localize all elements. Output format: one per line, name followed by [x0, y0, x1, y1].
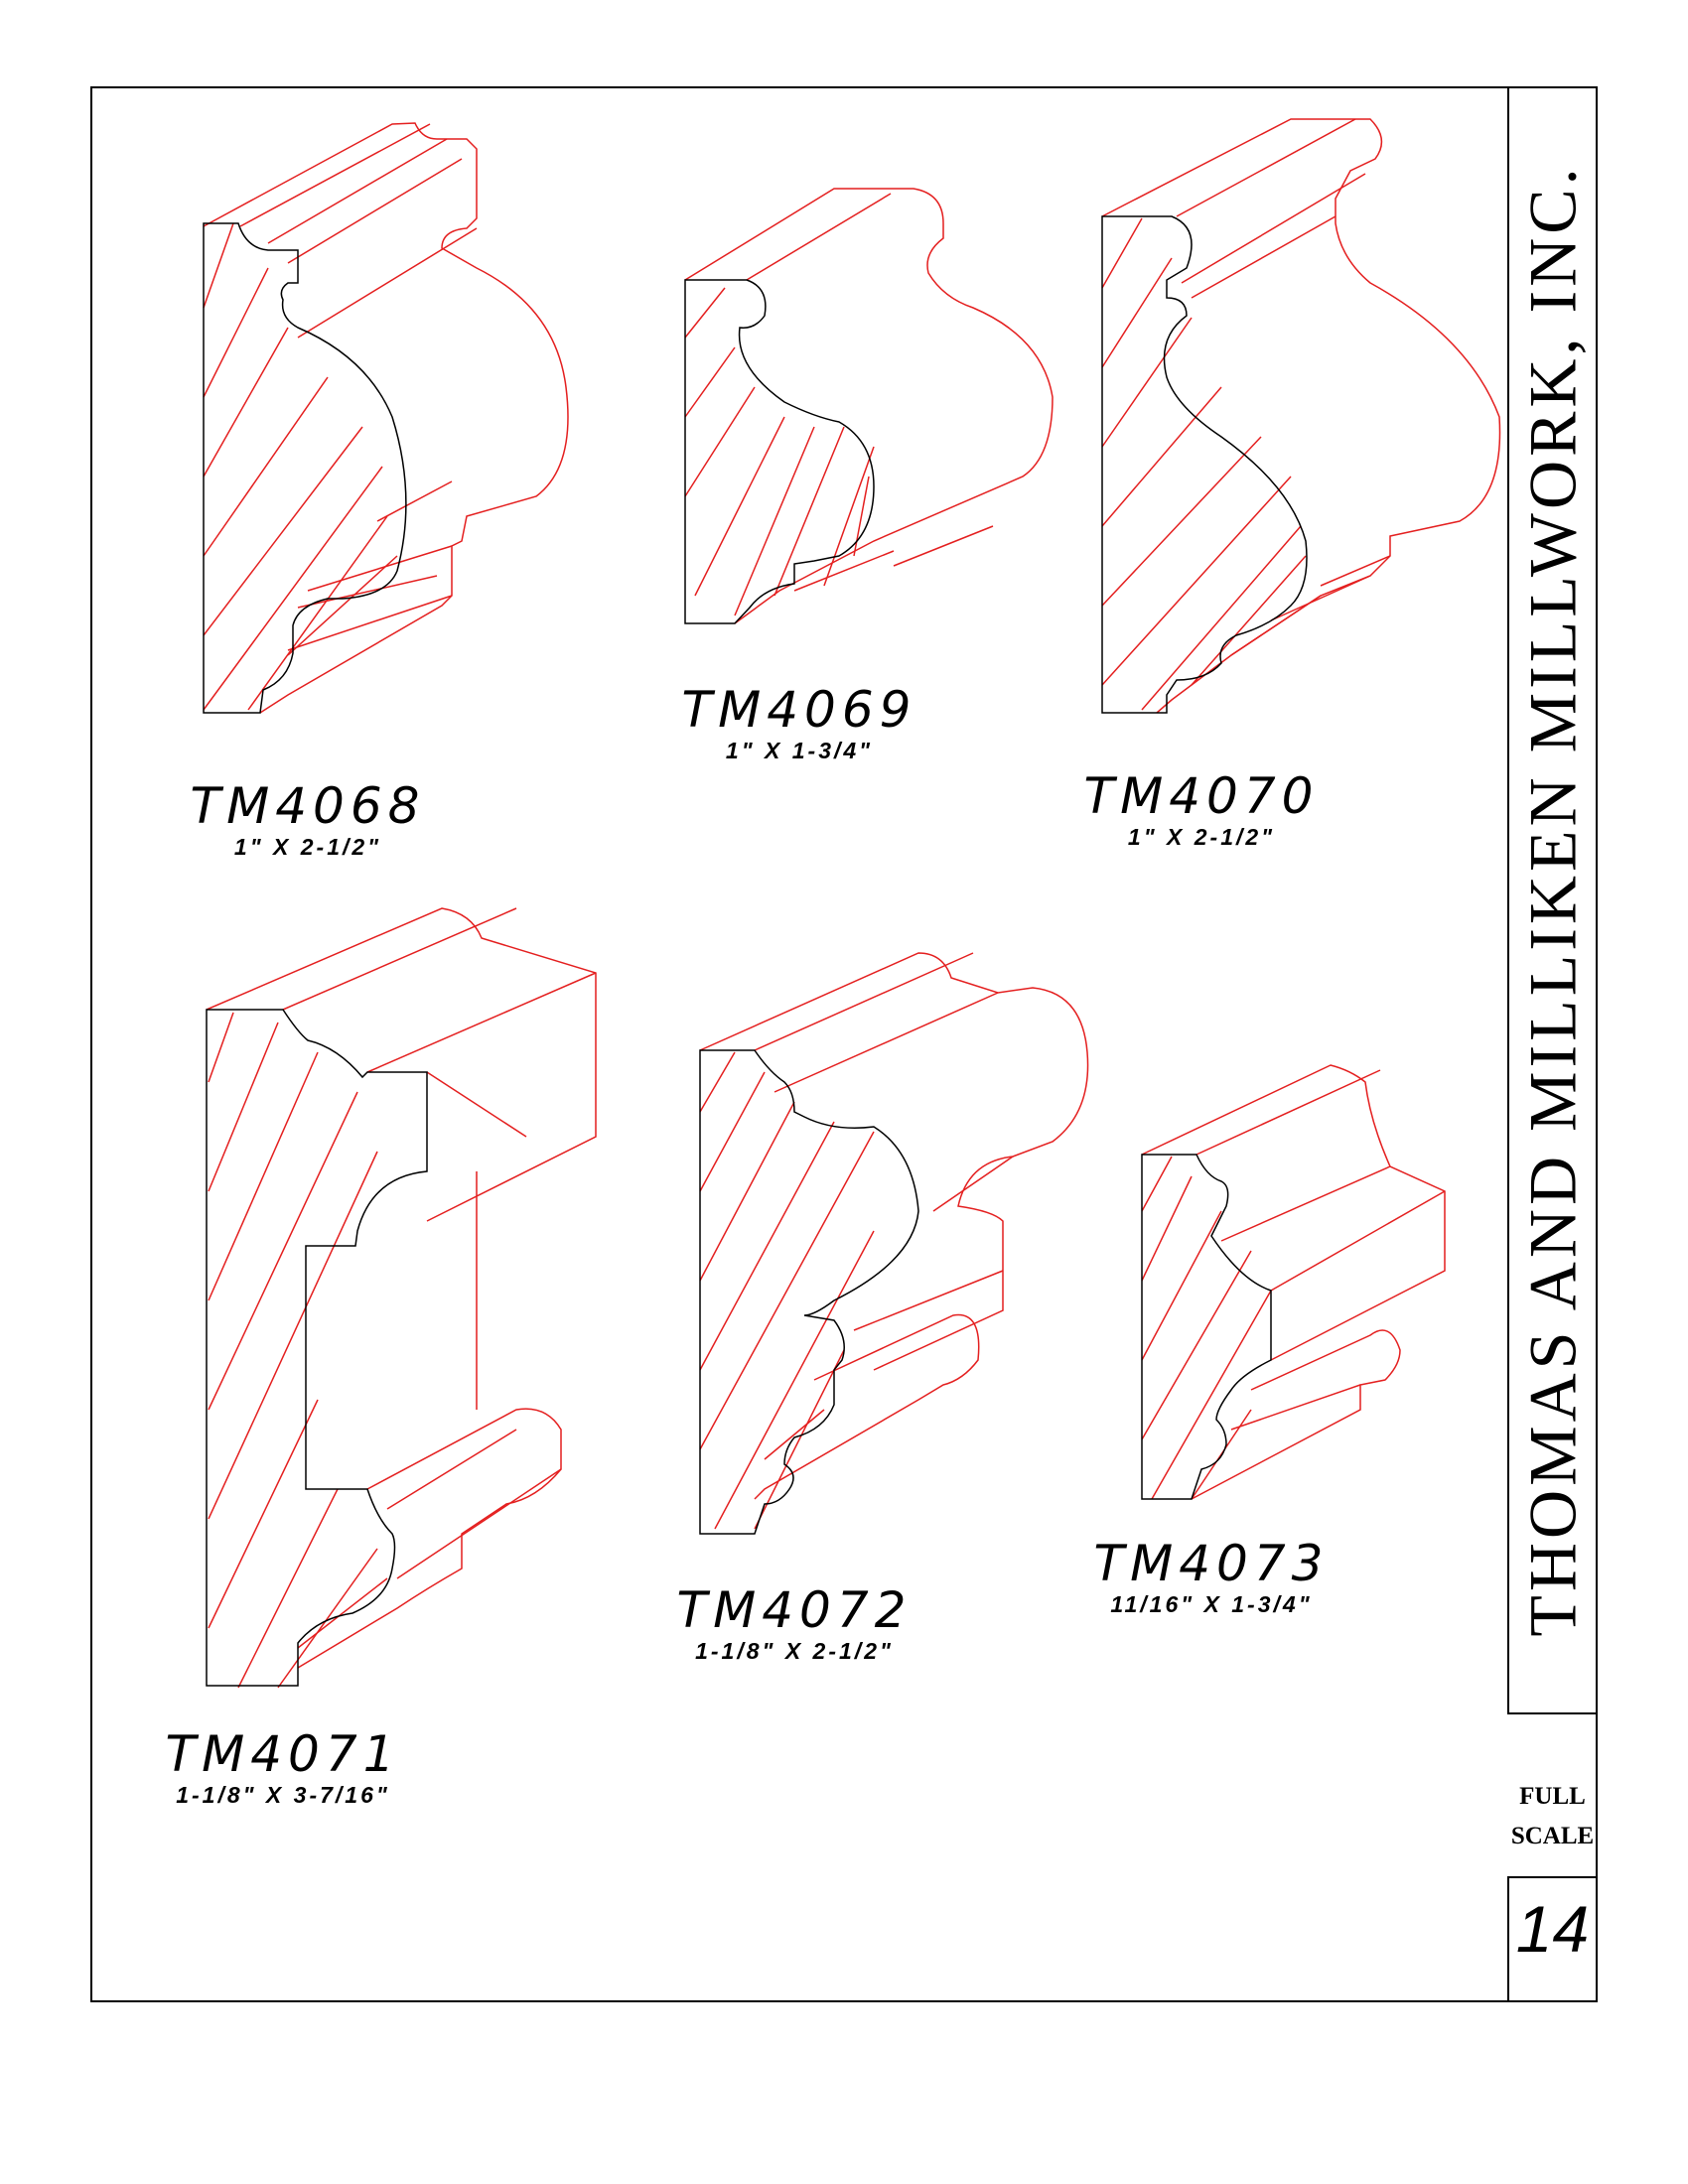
profile-label-tm4071: TM4071 1-1/8" X 3-7/16" [114, 1727, 452, 1809]
profile-size: 1-1/8" X 2-1/2" [695, 1638, 894, 1664]
profile-label-tm4068: TM4068 1" X 2-1/2" [159, 779, 457, 861]
scale-line-1: FULL [1519, 1783, 1586, 1810]
tm4072-outline [699, 1049, 919, 1535]
profile-size: 11/16" X 1-3/4" [1110, 1591, 1313, 1617]
profile-code: TM4072 [676, 1581, 913, 1639]
tm4069-projection [684, 188, 1054, 624]
tm4071-hatch [208, 1012, 388, 1689]
tm4070-outline [1101, 215, 1308, 714]
tm4072-projection [699, 952, 1089, 1500]
profile-tm4072 [699, 952, 1089, 1535]
page-number-box [1507, 1876, 1598, 2002]
tm4071-outline [206, 1009, 428, 1687]
profile-code: TM4073 [1093, 1535, 1330, 1592]
tm4071-projection [206, 907, 597, 1669]
profile-code: TM4068 [190, 777, 426, 835]
scale-note: FULL SCALE [1507, 1777, 1598, 1856]
tm4070-hatch [1101, 217, 1307, 711]
title-block [1507, 86, 1598, 1714]
profile-tm4071 [206, 907, 597, 1689]
profile-tm4070 [1101, 118, 1501, 714]
profile-tm4073 [1141, 1064, 1446, 1500]
profile-code: TM4069 [681, 681, 917, 739]
profile-size: 1" X 2-1/2" [233, 834, 382, 860]
tm4073-outline [1141, 1154, 1272, 1500]
profile-label-tm4070: TM4070 1" X 2-1/2" [1053, 769, 1350, 851]
profile-size: 1-1/8" X 3-7/16" [176, 1782, 390, 1808]
profile-label-tm4073: TM4073 11/16" X 1-3/4" [1053, 1537, 1370, 1618]
page-number: 14 [1515, 1892, 1590, 1966]
tm4069-hatch [684, 287, 875, 616]
profile-tm4069 [684, 188, 1054, 624]
profile-label-tm4069: TM4069 1" X 1-3/4" [650, 683, 948, 764]
profile-label-tm4072: TM4072 1-1/8" X 2-1/2" [635, 1583, 953, 1665]
tm4068-hatch [203, 222, 398, 711]
tm4072-hatch [699, 1051, 875, 1530]
profile-code: TM4070 [1083, 767, 1320, 825]
scale-line-2: SCALE [1510, 1823, 1595, 1849]
profile-size: 1" X 2-1/2" [1127, 824, 1276, 850]
tm4070-projection [1101, 118, 1501, 714]
profile-code: TM4071 [165, 1725, 401, 1783]
tm4069-outline [684, 279, 875, 624]
tm4068-projection [203, 122, 569, 714]
tm4068-outline [203, 222, 407, 714]
profile-size: 1" X 1-3/4" [725, 738, 874, 763]
tm4073-projection [1141, 1064, 1446, 1500]
tm4073-hatch [1141, 1156, 1272, 1500]
profile-tm4068 [203, 122, 569, 714]
